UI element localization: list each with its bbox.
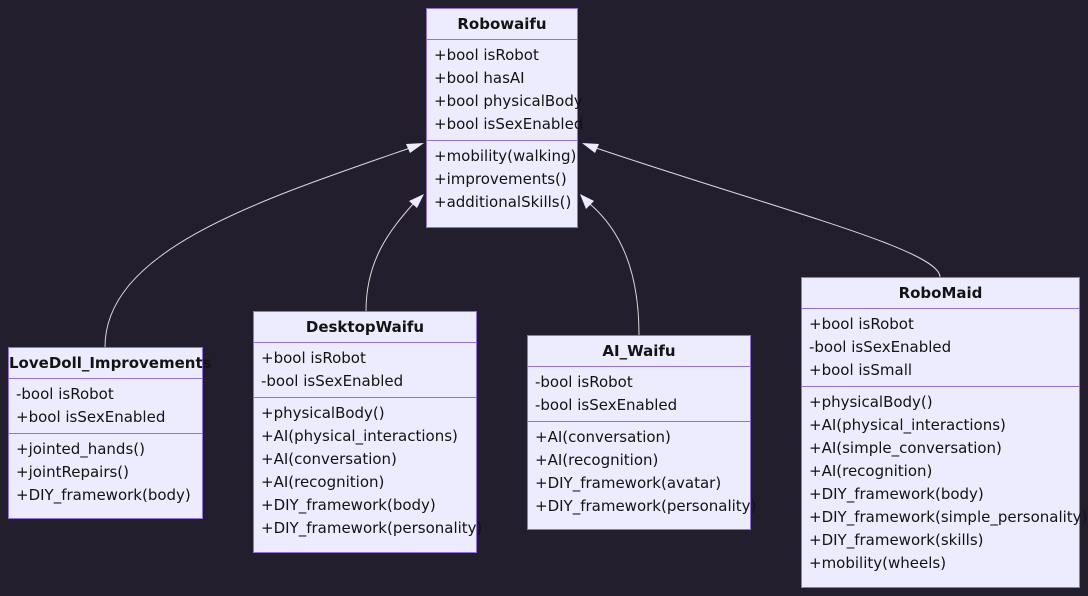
attribute: +bool isRobot [809,315,914,333]
methods-section: +jointed_hands() +jointRepairs() +DIY_fr… [9,433,202,511]
arrowhead-ai-waifu [580,194,594,209]
methods-section: +physicalBody() +AI(physical_interaction… [254,397,483,544]
class-title: RoboMaid [802,278,1079,309]
method: +jointRepairs() [16,463,130,481]
method: +DIY_framework(simple_personality) [809,508,1088,526]
attributes-section: +bool isRobot -bool isSexEnabled +bool i… [802,309,1079,386]
arrowhead-desktopwaifu [409,194,424,208]
method: +physicalBody() [809,393,933,411]
method: +additionalSkills() [434,193,572,211]
method: +DIY_framework(skills) [809,531,984,549]
method: +DIY_framework(personality) [261,519,483,537]
method: +improvements() [434,170,567,188]
class-title: LoveDoll_Improvements [9,348,212,379]
edge-robomaid-to-robowaifu [595,147,941,278]
attribute: -bool isSexEnabled [535,396,678,414]
method: +DIY_framework(body) [809,485,984,503]
arrowhead-lovedoll [406,143,424,153]
class-robowaifu: Robowaifu +bool isRobot +bool hasAI +boo… [426,8,584,228]
attribute: -bool isSexEnabled [809,338,952,356]
edge-desktopwaifu-to-robowaifu [365,203,414,312]
class-title: Robowaifu [427,9,577,40]
method: +AI(recognition) [535,451,659,469]
attribute: +bool isRobot [434,46,539,64]
method: +DIY_framework(personality) [535,497,757,515]
method: +AI(recognition) [261,473,385,491]
edge-lovedoll-to-robowaifu [104,147,411,348]
method: +mobility(walking) [434,147,577,165]
method: +AI(simple_conversation) [809,439,1002,457]
class-desktopwaifu: DesktopWaifu +bool isRobot -bool isSexEn… [253,311,483,553]
class-title: DesktopWaifu [254,312,476,343]
attributes-section: +bool isRobot -bool isSexEnabled [254,343,476,397]
method: +AI(conversation) [535,428,671,446]
method: +AI(conversation) [261,450,397,468]
attribute: -bool isRobot [535,373,633,391]
attribute: +bool isSexEnabled [16,408,166,426]
attributes-section: -bool isRobot +bool isSexEnabled [9,379,202,433]
class-title: AI_Waifu [528,336,750,367]
attribute: +bool isSmall [809,361,913,379]
method: +DIY_framework(body) [261,496,436,514]
class-ai-waifu: AI_Waifu -bool isRobot -bool isSexEnable… [527,335,757,530]
method: +AI(recognition) [809,462,933,480]
method: +AI(physical_interactions) [809,416,1006,434]
attribute: +bool physicalBody [434,92,583,110]
class-lovedoll-improvements: LoveDoll_Improvements -bool isRobot +boo… [8,347,212,519]
attribute: -bool isSexEnabled [261,372,404,390]
attribute: +bool isRobot [261,349,366,367]
attribute: +bool isSexEnabled [434,115,584,133]
edge-ai-waifu-to-robowaifu [589,203,640,336]
class-robomaid: RoboMaid +bool isRobot -bool isSexEnable… [801,277,1088,588]
method: +AI(physical_interactions) [261,427,458,445]
method: +mobility(wheels) [809,554,947,572]
methods-section: +physicalBody() +AI(physical_interaction… [802,386,1088,579]
arrowhead-robomaid [582,143,599,153]
attribute: -bool isRobot [16,385,114,403]
attribute: +bool hasAI [434,69,525,87]
method: +jointed_hands() [16,440,145,458]
method: +DIY_framework(avatar) [535,474,722,492]
attributes-section: +bool isRobot +bool hasAI +bool physical… [427,40,584,140]
method: +DIY_framework(body) [16,486,191,504]
method: +physicalBody() [261,404,385,422]
attributes-section: -bool isRobot -bool isSexEnabled [528,367,750,421]
methods-section: +mobility(walking) +improvements() +addi… [427,140,577,218]
methods-section: +AI(conversation) +AI(recognition) +DIY_… [528,421,757,522]
